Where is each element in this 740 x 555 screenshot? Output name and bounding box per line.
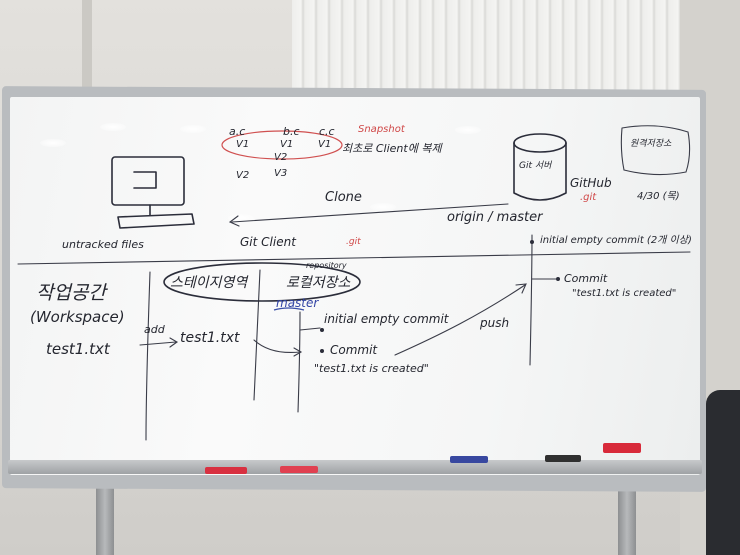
local-initial-commit: initial empty commit <box>324 312 449 326</box>
clone-label: Clone <box>325 190 362 205</box>
workspace-subtitle: (Workspace) <box>30 308 125 326</box>
version-col-3: c.c <box>319 125 335 138</box>
clone-arrow-line <box>231 203 509 223</box>
whiteboard <box>10 97 700 475</box>
remote-master-line <box>529 234 533 366</box>
staged-file: test1.txt <box>180 330 240 346</box>
origin-master-label: origin / master <box>447 210 543 225</box>
local-master-line <box>297 311 301 413</box>
board-leg-right <box>618 478 636 555</box>
client-copy-note: 최초로 Client에 복제 <box>342 142 442 155</box>
add-label: add <box>144 323 165 336</box>
blue-marker <box>450 456 488 463</box>
local-commit-label: Commit <box>330 343 378 357</box>
remote-initial-commit: initial empty commit (2개 이상) <box>540 235 692 246</box>
add-arrow <box>139 341 177 346</box>
version-col-1: a.c <box>229 125 246 138</box>
date-label: 4/30 (목) <box>637 191 680 202</box>
monitor-sketch <box>111 156 185 206</box>
initial-commit-tick <box>299 327 321 331</box>
version-v2-a: V2 <box>274 152 288 163</box>
workspace-file: test1.txt <box>46 340 110 358</box>
ceiling-light-reflection <box>180 125 206 133</box>
push-label: push <box>480 316 510 330</box>
add-arrow-head <box>169 337 179 348</box>
server-cylinder-top <box>513 133 567 153</box>
repository-label: repository <box>306 261 347 270</box>
eraser <box>603 443 641 453</box>
version-v3: V3 <box>274 168 288 179</box>
remote-commit-dot <box>556 277 560 281</box>
board-leg-left <box>96 478 114 555</box>
git-server-label: Git 서버 <box>519 161 552 171</box>
master-label: master <box>276 296 319 310</box>
red-marker <box>205 467 247 474</box>
workspace-divider <box>145 271 151 441</box>
wall-pillar <box>82 0 92 100</box>
workspace-title: 작업공간 <box>36 282 106 304</box>
git-client-label: Git Client <box>240 235 296 249</box>
local-repo-label: 로컬저장소 <box>286 275 351 291</box>
ceiling-light-reflection <box>100 123 126 131</box>
marker-tray <box>8 460 702 474</box>
remote-note: 원격저장소 <box>630 139 672 149</box>
remote-commit-message: "test1.txt is created" <box>572 288 677 299</box>
office-chair <box>706 390 740 555</box>
local-commit-dot <box>320 349 324 353</box>
version-ellipse <box>221 130 343 160</box>
staging-area-label: 스테이지영역 <box>170 275 248 291</box>
commit-arrow <box>253 339 301 354</box>
version-col-2: b.c <box>283 125 300 138</box>
local-commit-message: "test1.txt is created" <box>314 362 429 375</box>
server-cylinder-body <box>513 142 567 201</box>
black-marker <box>545 455 581 462</box>
github-label: GitHub <box>570 176 612 190</box>
ceiling-light-reflection <box>40 139 66 147</box>
untracked-files-label: untracked files <box>62 238 144 251</box>
stage-divider <box>253 269 261 401</box>
keyboard-sketch <box>117 213 195 229</box>
corner-note-box <box>620 125 691 176</box>
push-arrow-head <box>515 283 527 294</box>
master-underline <box>273 307 305 311</box>
version-v1-a: V1 <box>236 139 250 150</box>
client-git-ext: .git <box>346 237 361 247</box>
horizontal-divider <box>17 251 691 265</box>
version-v1-c: V1 <box>318 139 332 150</box>
stage-local-ellipse <box>163 262 361 302</box>
github-git-ext: .git <box>580 192 597 203</box>
version-v1-b: V1 <box>280 139 294 150</box>
ceiling-light-reflection <box>228 214 254 222</box>
ceiling-light-reflection <box>370 203 396 211</box>
version-v2-b: V2 <box>236 170 250 181</box>
monitor-screen-icon <box>133 171 157 189</box>
push-arrow <box>394 284 526 356</box>
local-initial-commit-dot <box>320 328 324 332</box>
clone-arrow-head <box>228 215 240 227</box>
commit-arrow-head <box>293 347 303 357</box>
remote-initial-commit-dot <box>530 240 534 244</box>
ceiling-light-reflection <box>455 126 481 134</box>
remote-commit-label: Commit <box>564 272 608 285</box>
red-marker <box>280 466 318 473</box>
snapshot-label: Snapshot <box>358 124 405 135</box>
